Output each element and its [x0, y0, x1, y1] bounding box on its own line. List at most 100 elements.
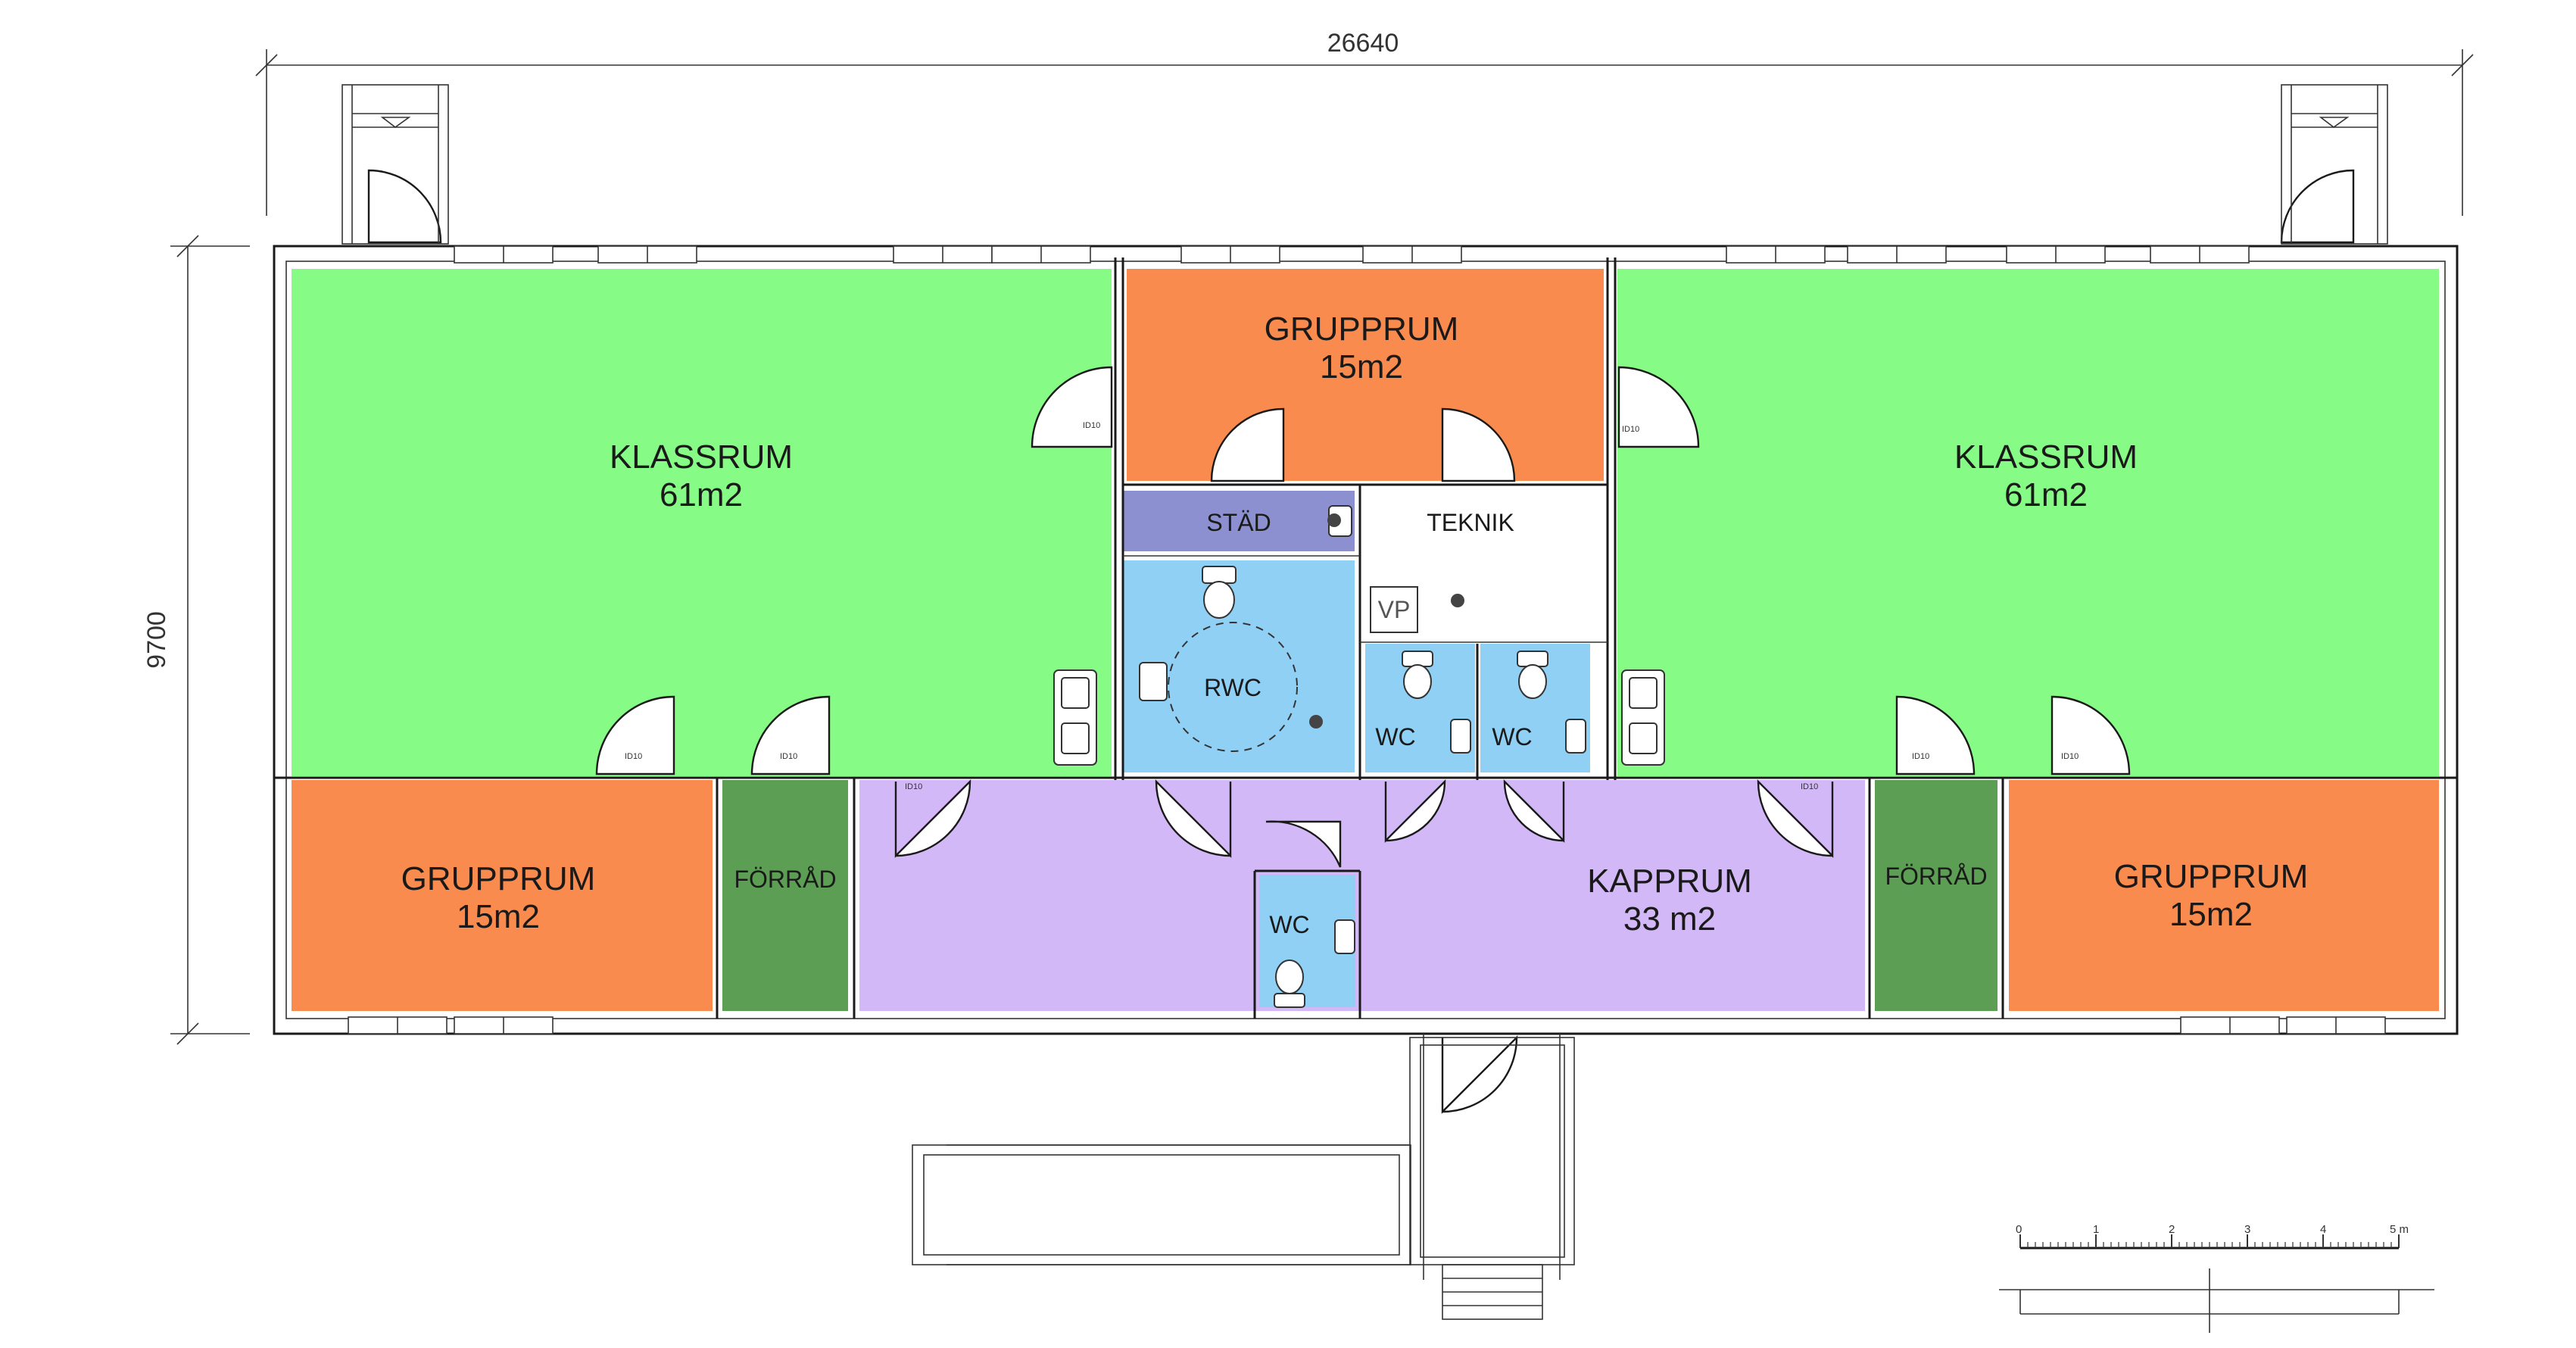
door-swing [1031, 366, 1113, 448]
door-tag: ID10 [780, 752, 797, 761]
window-top [893, 245, 993, 264]
forrad-right-name: FÖRRÅD [1885, 863, 1987, 890]
window-bottom [2286, 1016, 2386, 1034]
klassrum-right-name: KLASSRUM [1954, 438, 2138, 476]
grupprum-left-name: GRUPPRUM [401, 860, 596, 897]
stad-area [1122, 491, 1355, 551]
door-swing [1441, 1035, 1518, 1114]
exterior-stairs [341, 84, 2388, 245]
drain-icon [1451, 594, 1464, 607]
window-top [2150, 245, 2250, 264]
scale-label: 5 m [2390, 1223, 2409, 1236]
scale-bar: 0 1 2 3 4 5 m [1999, 1223, 2434, 1333]
windows [348, 245, 2386, 1034]
window-bottom [348, 1016, 448, 1034]
door-swing [1441, 407, 1516, 482]
door-swing [595, 695, 675, 775]
grupprum-top-area-label: 15m2 [1320, 348, 1403, 385]
entrance-ramp [912, 1034, 1575, 1320]
door-tag: ID10 [1083, 421, 1100, 430]
basin-icon [1450, 719, 1471, 754]
door-tag: ID10 [905, 782, 922, 791]
window-bottom [454, 1016, 554, 1034]
wc1-name: WC [1375, 723, 1415, 750]
doors [367, 169, 2355, 1114]
window-bottom [2180, 1016, 2280, 1034]
door-swing [1757, 779, 1834, 858]
scale-label: 0 [2016, 1223, 2022, 1236]
klassrum-left-area [292, 269, 1112, 776]
sink-icon [1629, 677, 1658, 709]
klassrum-left-name: KLASSRUM [610, 438, 793, 476]
grupprum-right-name: GRUPPRUM [2114, 858, 2309, 895]
basin-icon [1334, 919, 1355, 954]
door-swing [1617, 366, 1700, 448]
door-swing [1895, 695, 1976, 775]
door-swing [1384, 779, 1446, 843]
grupprum-right-area [2009, 780, 2439, 1011]
window-top [991, 245, 1091, 264]
door-tag: ID10 [1912, 752, 1929, 761]
door-swing [2280, 169, 2355, 244]
entrance-landing-inner [1420, 1044, 1565, 1258]
window-top [454, 245, 554, 264]
scale-ticks [2019, 1234, 2400, 1248]
kapprum-name: KAPPRUM [1587, 863, 1752, 900]
sink-icon [1629, 722, 1658, 754]
door-swing [1210, 407, 1285, 482]
door-swing [1503, 779, 1565, 843]
forrad-left-area [722, 780, 848, 1011]
overall-depth-label: 9700 [142, 611, 171, 669]
sink-icon [1061, 722, 1090, 754]
window-top [597, 245, 697, 264]
rwc-name: RWC [1204, 674, 1261, 701]
door-tag: ID10 [1622, 425, 1639, 434]
door-tag: ID10 [625, 752, 642, 761]
toilet-icon [1402, 651, 1433, 699]
overall-width-label: 26640 [1327, 29, 1399, 58]
door-swing [894, 779, 971, 858]
basin-icon [1565, 719, 1586, 754]
window-top [1726, 245, 1826, 264]
turning-circle-icon [1168, 622, 1298, 752]
wc3-name: WC [1269, 911, 1309, 938]
window-top [1180, 245, 1280, 264]
kapprum-area [859, 780, 1865, 1011]
klassrum-right-area [1617, 269, 2439, 776]
dimensions: 26640 9700 [142, 29, 2474, 1045]
teknik-name: TEKNIK [1427, 509, 1514, 536]
vp-label: VP [1378, 596, 1411, 623]
scale-label: 1 [2093, 1223, 2099, 1236]
toilet-icon [1274, 960, 1305, 1008]
drain-icon [1309, 715, 1323, 729]
kapprum-area-label: 33 m2 [1623, 900, 1716, 938]
fixtures [1053, 505, 1665, 1008]
klassrum-left-area-label: 61m2 [660, 476, 743, 513]
grupprum-top-name: GRUPPRUM [1265, 310, 1459, 348]
door-tag: ID10 [1801, 782, 1818, 791]
wc2-name: WC [1492, 723, 1532, 750]
grupprum-right-area-label: 15m2 [2169, 896, 2253, 933]
grupprum-left-area [292, 780, 713, 1011]
door-swing [1155, 779, 1232, 858]
ramp-inner [923, 1154, 1400, 1256]
toilet-icon [1517, 651, 1548, 699]
drain-icon [1327, 513, 1341, 527]
scale-label: 2 [2169, 1223, 2175, 1236]
door-tag: ID10 [2061, 752, 2079, 761]
vp-box [1370, 586, 1418, 633]
door-swing [2051, 695, 2131, 775]
room-fills [292, 269, 2439, 1011]
window-top [1847, 245, 1947, 264]
klassrum-right-area-label: 61m2 [2004, 476, 2088, 513]
ramp [912, 1144, 1411, 1265]
basin-icon [1139, 662, 1168, 701]
door-swing [750, 695, 831, 775]
scale-label: 3 [2244, 1223, 2250, 1236]
toilet-icon [1202, 566, 1237, 619]
window-top [1362, 245, 1462, 264]
room-labels: KLASSRUM 61m2 KLASSRUM 61m2 GRUPPRUM 15m… [401, 310, 2309, 938]
scale-label: 4 [2320, 1223, 2326, 1236]
sink-icon [1061, 677, 1090, 709]
